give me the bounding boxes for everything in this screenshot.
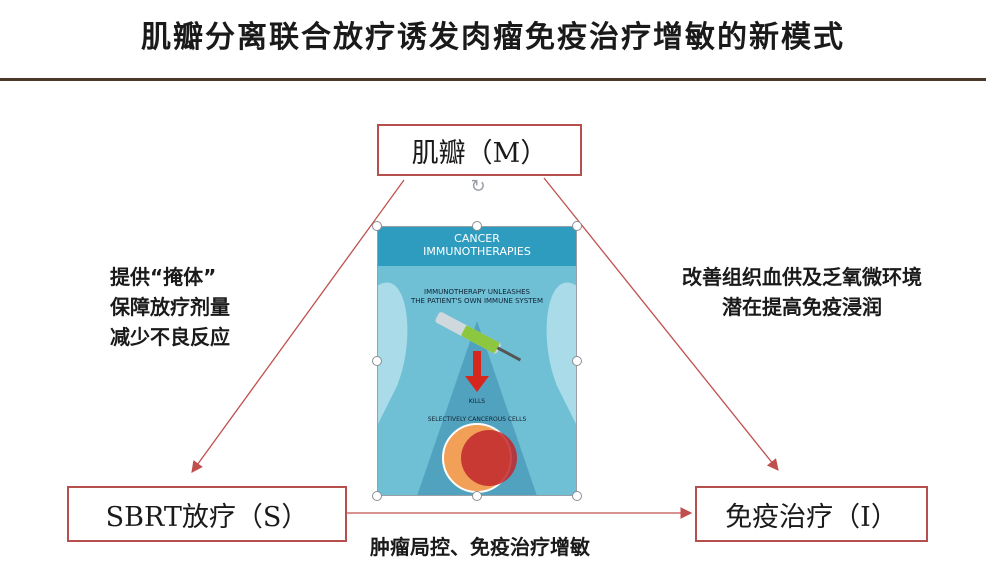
resize-handle-s[interactable] [472,491,482,501]
poster-header-line: IMMUNOTHERAPIES [423,245,531,258]
poster-subtitle-line: THE PATIENT'S OWN IMMUNE SYSTEM [410,297,544,305]
poster-subtitle-line: IMMUNOTHERAPY UNLEASHES [424,288,530,296]
note-left: 提供“掩体” 保障放疗剂量 减少不良反应 [110,262,230,352]
note-right-line: 改善组织血供及乏氧微环境 [682,265,922,289]
note-right: 改善组织血供及乏氧微环境 潜在提高免疫浸润 [642,262,962,322]
poster-subtitle: IMMUNOTHERAPY UNLEASHES THE PATIENT'S OW… [377,288,577,306]
arrow-m-to-i [543,177,779,471]
resize-handle-nw[interactable] [372,221,382,231]
note-bottom: 肿瘤局控、免疫治疗增敏 [370,535,590,559]
rotate-handle-icon[interactable]: ↻ [470,176,486,197]
arrow-m-to-s [191,179,405,473]
poster-kills-label: KILLS [468,398,486,405]
resize-handle-e[interactable] [572,356,582,366]
note-right-line: 潜在提高免疫浸润 [722,295,882,319]
node-immunotherapy: 免疫治疗（I） [695,486,928,542]
page-title: 肌瓣分离联合放疗诱发肉瘤免疫治疗增敏的新模式 [141,20,845,55]
poster-header: CANCER IMMUNOTHERAPIES [377,226,577,266]
resize-handle-sw[interactable] [372,491,382,501]
poster-cells-label: SELECTIVELY CANCEROUS CELLS [427,416,527,423]
note-left-line: 减少不良反应 [110,325,230,349]
node-sbrt: SBRT放疗（S） [67,486,347,542]
node-muscle-flap: 肌瓣（M） [377,124,582,176]
resize-handle-ne[interactable] [572,221,582,231]
poster-header-line: CANCER [454,232,500,245]
resize-handle-n[interactable] [472,221,482,231]
immunotherapy-poster-image[interactable]: CANCER IMMUNOTHERAPIES IMMUNOTHERAPY UNL… [377,226,577,496]
resize-handle-se[interactable] [572,491,582,501]
note-left-line: 提供“掩体” [110,265,217,289]
note-left-line: 保障放疗剂量 [110,295,230,319]
poster-artwork [377,282,577,496]
resize-handle-w[interactable] [372,356,382,366]
title-divider [0,78,986,81]
